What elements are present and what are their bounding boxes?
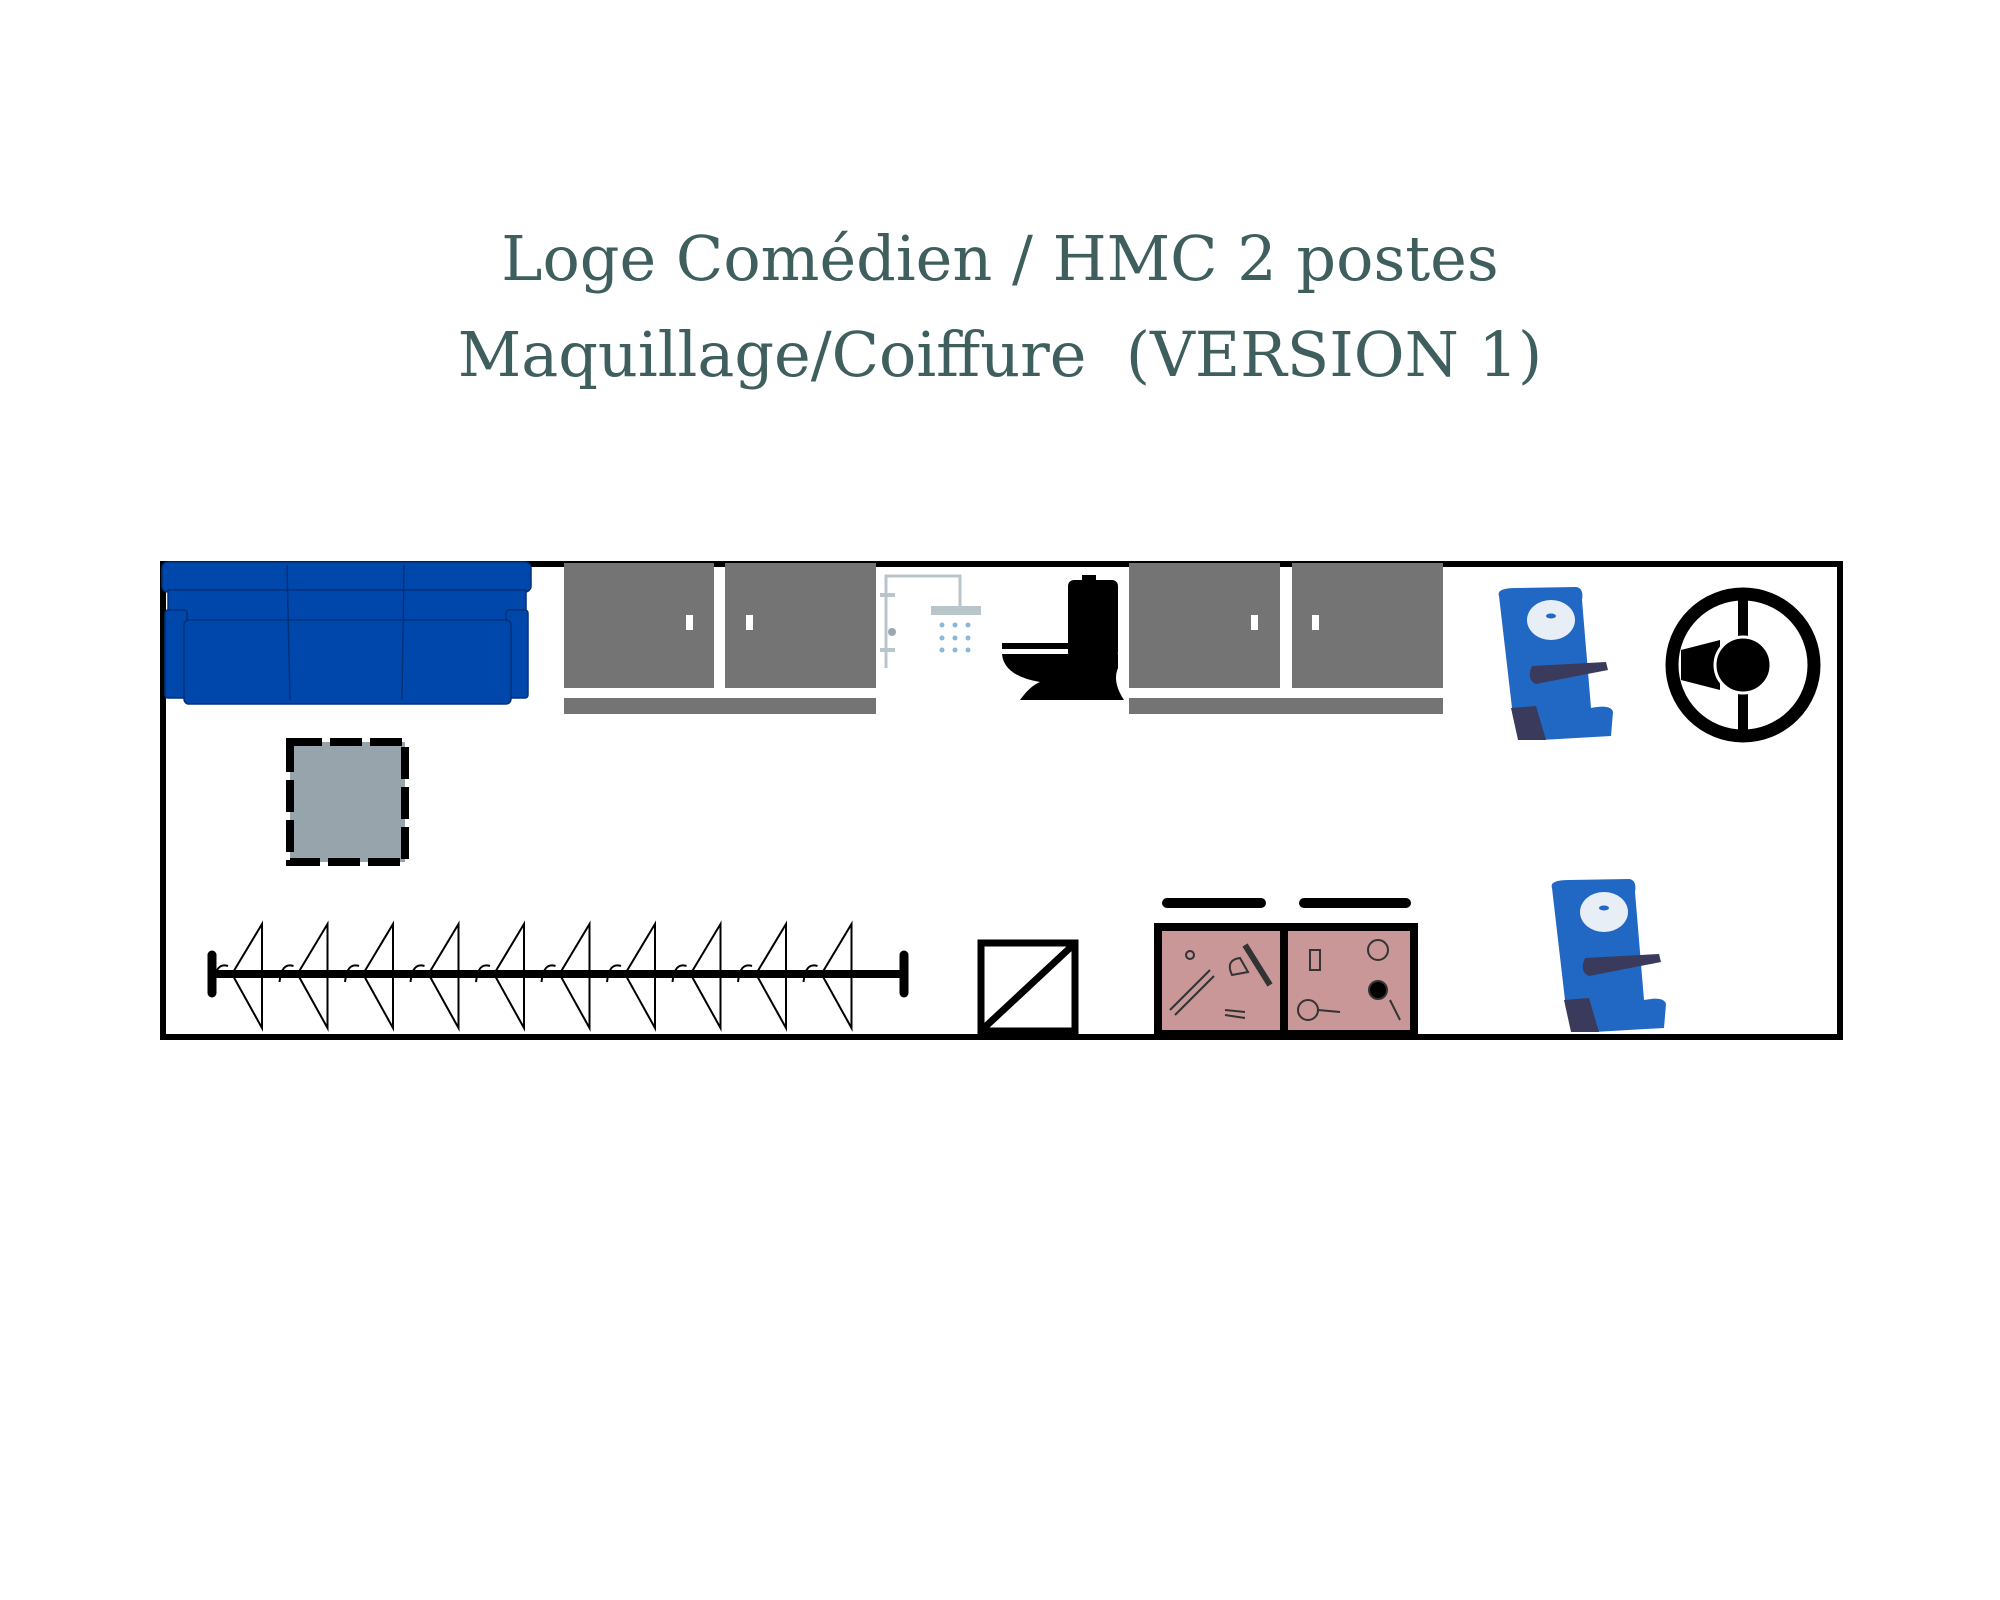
toilet-icon (1002, 575, 1124, 700)
plan-title-line1: Loge Comédien / HMC 2 postes (501, 222, 1499, 295)
clothes-rack-icon (207, 920, 909, 1032)
hanger-icon (409, 920, 460, 1032)
hanger-icon (278, 920, 329, 1032)
makeup-station-icon (1297, 939, 1401, 1021)
table-icon (286, 738, 409, 866)
hanger-icon (802, 920, 853, 1032)
box-icon (977, 939, 1079, 1035)
shower-icon (880, 574, 981, 668)
hanger-icon (540, 920, 591, 1032)
plan-title-line2: Maquillage/Coiffure (VERSION 1) (457, 318, 1543, 391)
hanger-icon (475, 920, 525, 1032)
cabinet-icon (1129, 563, 1443, 714)
steering-wheel-icon (1665, 587, 1821, 743)
seat-icon (1498, 587, 1613, 740)
vanity-stations (1154, 898, 1418, 1038)
hanger-icon (737, 920, 787, 1032)
hanger-icon (606, 920, 656, 1032)
hanger-icon (344, 920, 394, 1032)
hanger-icon (671, 920, 722, 1032)
room-walls (160, 561, 1843, 1040)
seat-icon (1551, 879, 1666, 1032)
hair-station-icon (1169, 943, 1273, 1019)
sofa-icon (161, 561, 532, 705)
hanger-icon (213, 920, 263, 1032)
cabinet-icon (564, 563, 876, 714)
